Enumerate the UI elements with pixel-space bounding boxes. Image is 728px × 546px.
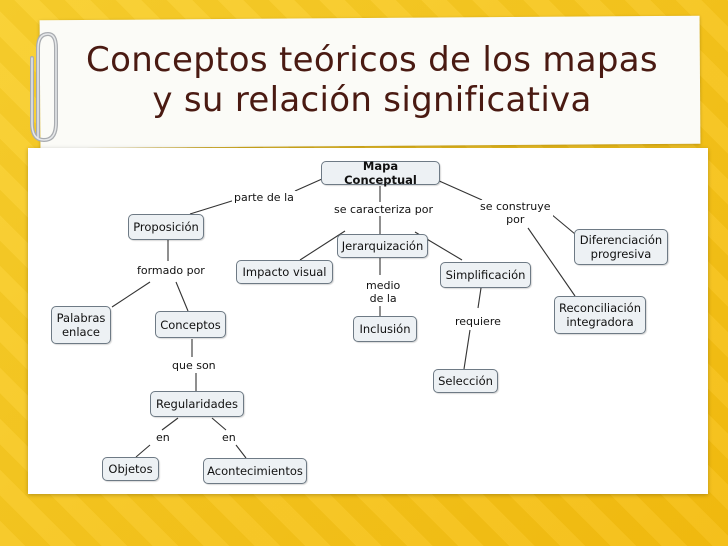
title-line-1: Conceptos teóricos de los mapas — [86, 40, 658, 80]
link-se-construye-por: se construye por — [478, 200, 553, 226]
node-jerarquizacion: Jerarquización — [337, 234, 428, 258]
link-en-acontecimientos: en — [220, 431, 238, 444]
link-se-caracteriza-por: se caracteriza por — [332, 203, 435, 216]
node-inclusion: Inclusión — [353, 316, 417, 342]
node-seleccion: Selección — [433, 369, 498, 393]
link-en-objetos: en — [154, 431, 172, 444]
link-requiere: requiere — [453, 315, 503, 328]
node-palabras-enlace: Palabras enlace — [51, 306, 111, 344]
paperclip-icon — [30, 31, 58, 143]
node-reconciliacion-integradora: Reconciliación integradora — [554, 296, 646, 334]
node-proposicion: Proposición — [128, 214, 204, 240]
link-medio-de-la: medio de la — [364, 279, 403, 305]
node-conceptos: Conceptos — [155, 311, 226, 338]
node-diferenciacion-progresiva: Diferenciación progresiva — [574, 229, 668, 265]
slide-title: Conceptos teóricos de los mapas y su rel… — [52, 40, 692, 120]
node-regularidades: Regularidades — [150, 391, 244, 417]
node-impacto-visual: Impacto visual — [236, 260, 333, 284]
node-mapa-conceptual: Mapa Conceptual — [321, 159, 440, 187]
node-simplificacion: Simplificación — [440, 262, 531, 288]
node-objetos: Objetos — [102, 457, 159, 481]
node-acontecimientos: Acontecimientos — [203, 458, 307, 484]
link-parte-de-la: parte de la — [232, 191, 296, 204]
link-formado-por: formado por — [135, 264, 207, 277]
title-line-2: y su relación significativa — [152, 80, 592, 120]
link-que-son: que son — [170, 359, 218, 372]
